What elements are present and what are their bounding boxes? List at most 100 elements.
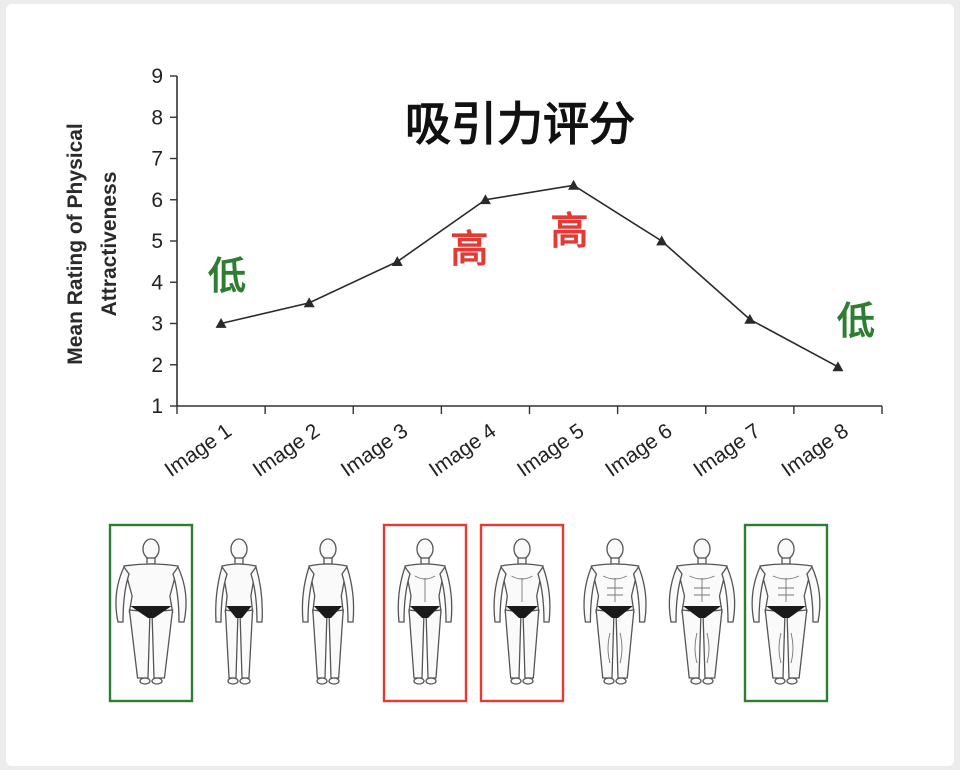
figure-arm [397, 565, 411, 623]
figure-foot [425, 677, 437, 685]
figure-foot [151, 677, 163, 685]
figure-arm [537, 565, 551, 623]
y-axis-label-line-2: Attractiveness [98, 172, 121, 317]
x-tick-label: Image 6 [601, 419, 676, 481]
figure-briefs [226, 606, 252, 618]
figure-leg [786, 609, 808, 679]
figure-neck [146, 557, 156, 565]
figure-arm [439, 565, 453, 623]
figure-foot [690, 677, 702, 685]
series-line [220, 184, 839, 368]
body-figure [751, 538, 821, 685]
figure-torso [221, 563, 257, 613]
y-tick-label: 1 [151, 395, 163, 418]
figure-foot [786, 677, 798, 685]
figure-arm [632, 565, 647, 623]
body-figure [668, 538, 736, 685]
figure-foot [522, 677, 534, 685]
figure-highlight-frame [382, 523, 468, 703]
figure-briefs [130, 606, 172, 618]
data-point-marker [656, 235, 668, 246]
chart-stage: 吸引力评分 Mean Rating of Physical Attractive… [6, 4, 954, 766]
figure-briefs [506, 606, 538, 618]
body-figure [115, 538, 187, 685]
y-axis-label: Mean Rating of Physical Attractiveness [64, 123, 121, 365]
figure-neck [420, 557, 430, 565]
y-axis-label-line-1: Mean Rating of Physical [64, 123, 87, 365]
x-tick-label: Image 7 [689, 419, 764, 481]
figure-foot [316, 677, 328, 685]
figure-leg [595, 609, 615, 679]
body-figures [108, 523, 829, 703]
annotation-label: 高 [450, 227, 488, 271]
data-point-marker [215, 318, 227, 328]
y-tick-label: 6 [151, 189, 163, 212]
x-tick-label: Image 2 [249, 419, 324, 481]
figure-briefs [410, 606, 440, 618]
figure-leg [328, 609, 344, 679]
figure-arm [668, 565, 683, 623]
figure-head [319, 538, 337, 560]
y-tick-label: 9 [151, 65, 163, 88]
figure-briefs [683, 606, 721, 618]
figure-leg [615, 609, 635, 679]
figure-arm [721, 565, 736, 623]
y-tick-label: 8 [151, 106, 163, 129]
figure-detail [607, 587, 623, 596]
figure-detail [607, 632, 623, 664]
body-figure [583, 538, 647, 685]
annotation-label: 高 [551, 209, 589, 253]
chart-title: 吸引力评分 [405, 97, 635, 151]
figure-head [777, 538, 795, 560]
figure-highlight-frame [479, 523, 565, 703]
figure-foot [774, 677, 786, 685]
x-tick-label: Image 4 [425, 419, 501, 482]
figure-head [230, 538, 248, 560]
figure-head [513, 538, 531, 560]
figure-head [416, 538, 434, 560]
body-figure [397, 538, 453, 685]
figure-foot [702, 677, 714, 685]
y-tick-label: 4 [151, 271, 163, 294]
figure-arm [250, 565, 263, 623]
data-point-marker [391, 256, 403, 267]
series-line-group [215, 179, 844, 372]
x-tick-label: Image 8 [777, 419, 852, 481]
figure-neck [517, 557, 527, 565]
figure-leg [128, 609, 151, 679]
figure-leg [425, 609, 442, 679]
figure-briefs [313, 606, 343, 618]
annotations: 低高高低 [208, 209, 875, 343]
figure-detail [778, 632, 794, 664]
x-tick-label: Image 1 [161, 419, 236, 481]
figure-arm [583, 565, 598, 623]
figure-head [142, 538, 160, 560]
figure-detail [694, 632, 710, 664]
figure-head [693, 538, 711, 560]
figure-arm [751, 565, 766, 623]
annotation-label: 低 [208, 254, 246, 298]
figure-leg [224, 609, 239, 679]
chart-svg: 吸引力评分 Mean Rating of Physical Attractive… [64, 65, 883, 703]
figure-highlight-frame [108, 523, 194, 703]
figure-neck [610, 557, 620, 565]
figure-leg [764, 609, 786, 679]
figure-detail [778, 587, 794, 596]
figure-leg [504, 609, 522, 679]
figure-neck [323, 557, 333, 565]
figure-leg [522, 609, 540, 679]
figure-torso [123, 563, 179, 613]
data-point-marker [744, 313, 756, 324]
data-point-marker [832, 361, 844, 372]
figure-leg [408, 609, 425, 679]
data-point-marker [303, 297, 315, 308]
figure-leg [151, 609, 174, 679]
figure-foot [239, 677, 251, 685]
y-tick-label: 7 [151, 148, 163, 171]
figure-briefs [597, 606, 633, 618]
body-figure [215, 538, 263, 685]
y-tick-label: 2 [151, 354, 163, 377]
figure-arm [341, 565, 355, 623]
body-figure [493, 538, 551, 685]
figure-leg [702, 609, 723, 679]
